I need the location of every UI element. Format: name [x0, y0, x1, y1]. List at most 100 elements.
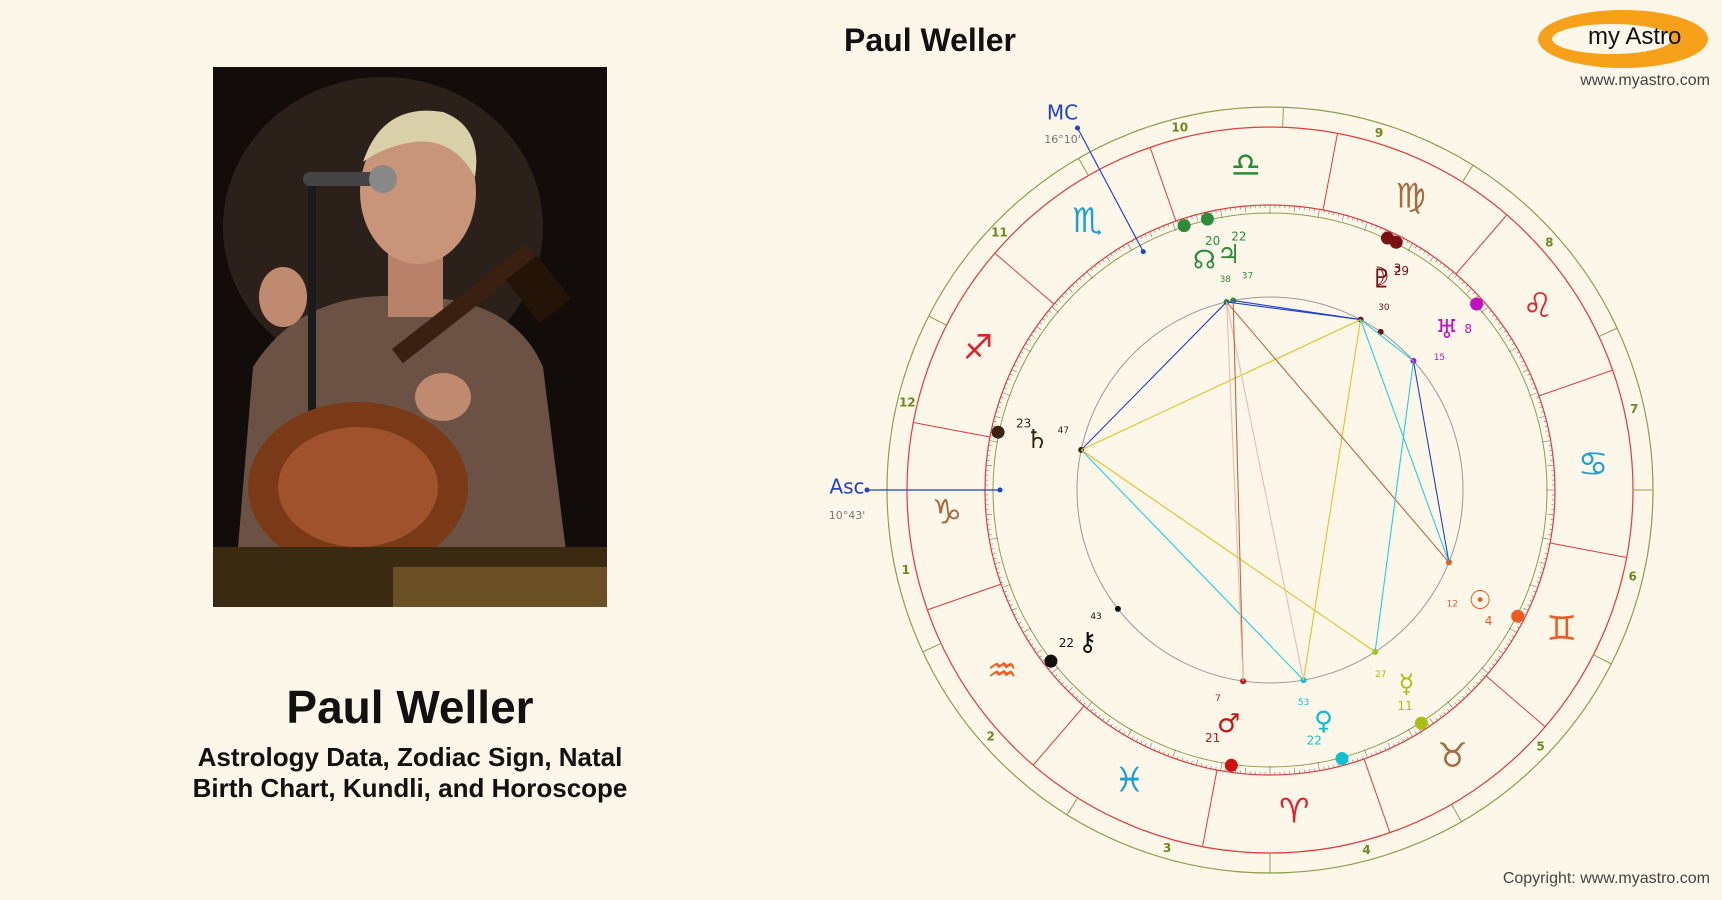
degree-tick	[1140, 235, 1143, 239]
subtitle-line-1: Astrology Data, Zodiac Sign, Natal	[197, 742, 623, 772]
degree-tick	[1162, 751, 1165, 755]
degree-tick	[1023, 627, 1032, 633]
degree-tick	[1347, 760, 1349, 765]
degree-tick	[1527, 373, 1531, 376]
sign-divider	[994, 252, 1055, 305]
mercury-ring-dot	[1414, 716, 1428, 730]
degree-tick	[1407, 728, 1413, 737]
degree-tick	[1011, 369, 1018, 373]
degree-tick	[998, 401, 1002, 404]
degree-tick	[1009, 373, 1013, 376]
house-cusp	[1078, 158, 1089, 176]
degree-tick	[1352, 217, 1354, 221]
uranus-ring-dot	[1470, 297, 1484, 311]
scorpio-sign-icon: ♏	[1072, 201, 1102, 241]
degree-tick	[1025, 634, 1029, 638]
degree-tick	[1407, 243, 1413, 252]
saturn-icon: ♄	[1026, 425, 1049, 455]
degree-tick	[1172, 749, 1176, 758]
aquarius-sign-icon: ♒	[987, 651, 1017, 691]
degree-tick	[1488, 310, 1492, 313]
degree-tick	[1462, 281, 1465, 284]
moon-aspect-point	[1377, 328, 1384, 335]
degree-tick	[1516, 351, 1520, 354]
degree-tick	[1427, 723, 1430, 727]
copyright-text: Copyright: www.myastro.com	[1502, 870, 1710, 887]
degree-tick	[1020, 351, 1024, 354]
degree-tick	[1110, 723, 1113, 727]
house-cusp	[1593, 654, 1612, 665]
sun-minute: 12	[1447, 599, 1458, 609]
degree-tick	[1447, 708, 1450, 712]
degree-tick	[1210, 765, 1212, 769]
degree-tick	[1009, 604, 1013, 607]
degree-tick	[1068, 687, 1073, 692]
degree-tick	[997, 572, 1001, 574]
degree-tick	[1443, 265, 1446, 268]
degree-tick	[1508, 347, 1517, 353]
degree-tick	[1393, 233, 1396, 237]
degree-tick	[1545, 548, 1549, 550]
degree-tick	[1200, 763, 1203, 767]
degree-tick	[1541, 440, 1551, 443]
pisces-sign-icon: ♓	[1114, 760, 1144, 800]
degree-tick	[1106, 718, 1111, 724]
venus-ring-dot	[1335, 752, 1349, 766]
degree-tick	[1543, 420, 1547, 423]
degree-tick	[1018, 622, 1022, 625]
degree-tick	[1114, 726, 1117, 730]
mars-icon: ♂	[1217, 709, 1240, 739]
degree-tick	[1025, 342, 1029, 346]
degree-tick	[1131, 736, 1134, 740]
sun-icon: ☉	[1468, 586, 1491, 616]
degree-tick	[1079, 278, 1082, 281]
degree-tick	[1544, 425, 1548, 427]
jupiter-ring-dot	[1200, 212, 1214, 226]
degree-tick	[1508, 627, 1517, 633]
cancer-sign-icon: ♋	[1578, 444, 1608, 484]
degree-tick	[1127, 243, 1133, 252]
house-number-6: 6	[1629, 570, 1637, 584]
degree-tick	[1000, 396, 1004, 399]
degree-tick	[1068, 288, 1073, 293]
degree-tick	[1086, 271, 1093, 279]
degree-tick	[1054, 302, 1058, 306]
degree-tick	[1003, 590, 1007, 593]
degree-tick	[990, 543, 994, 545]
degree-tick	[1533, 590, 1537, 593]
house-cusp	[1598, 327, 1618, 338]
degree-tick	[1482, 674, 1486, 678]
degree-tick	[1094, 712, 1097, 715]
house-cusp	[1282, 107, 1284, 128]
sign-divider	[1538, 369, 1613, 397]
degree-tick	[1506, 643, 1510, 646]
sign-divider	[1032, 705, 1085, 766]
degree-tick	[1458, 278, 1461, 281]
mercury-minute: 27	[1375, 670, 1386, 680]
degree-tick	[1051, 667, 1059, 674]
degree-tick	[1429, 256, 1434, 262]
degree-tick	[1454, 702, 1458, 706]
chiron-icon: ⚷	[1078, 627, 1097, 657]
degree-tick	[1098, 262, 1101, 265]
degree-tick	[1000, 581, 1004, 584]
house-number-12: 12	[899, 395, 916, 409]
degree-tick	[1356, 758, 1359, 762]
degree-tick	[1323, 766, 1325, 770]
degree-tick	[1054, 674, 1058, 678]
moon-degree: 3	[1394, 262, 1402, 276]
house-number-5: 5	[1536, 739, 1544, 753]
myastro-logo[interactable]: my Astro	[1538, 10, 1708, 68]
degree-tick	[1518, 622, 1522, 625]
house-number-4: 4	[1362, 843, 1370, 857]
degree-tick	[1039, 322, 1043, 325]
site-url[interactable]: www.myastro.com	[1580, 72, 1710, 89]
virgo-sign-icon: ♍	[1395, 177, 1425, 217]
degree-tick	[1028, 338, 1032, 341]
ascendant-degree: 10°43'	[829, 509, 866, 522]
house-number-1: 1	[902, 563, 910, 577]
degree-tick	[1106, 256, 1111, 262]
sun-degree: 4	[1485, 614, 1493, 628]
aries-sign-icon: ♈	[1279, 792, 1309, 832]
degree-tick	[1529, 599, 1533, 602]
